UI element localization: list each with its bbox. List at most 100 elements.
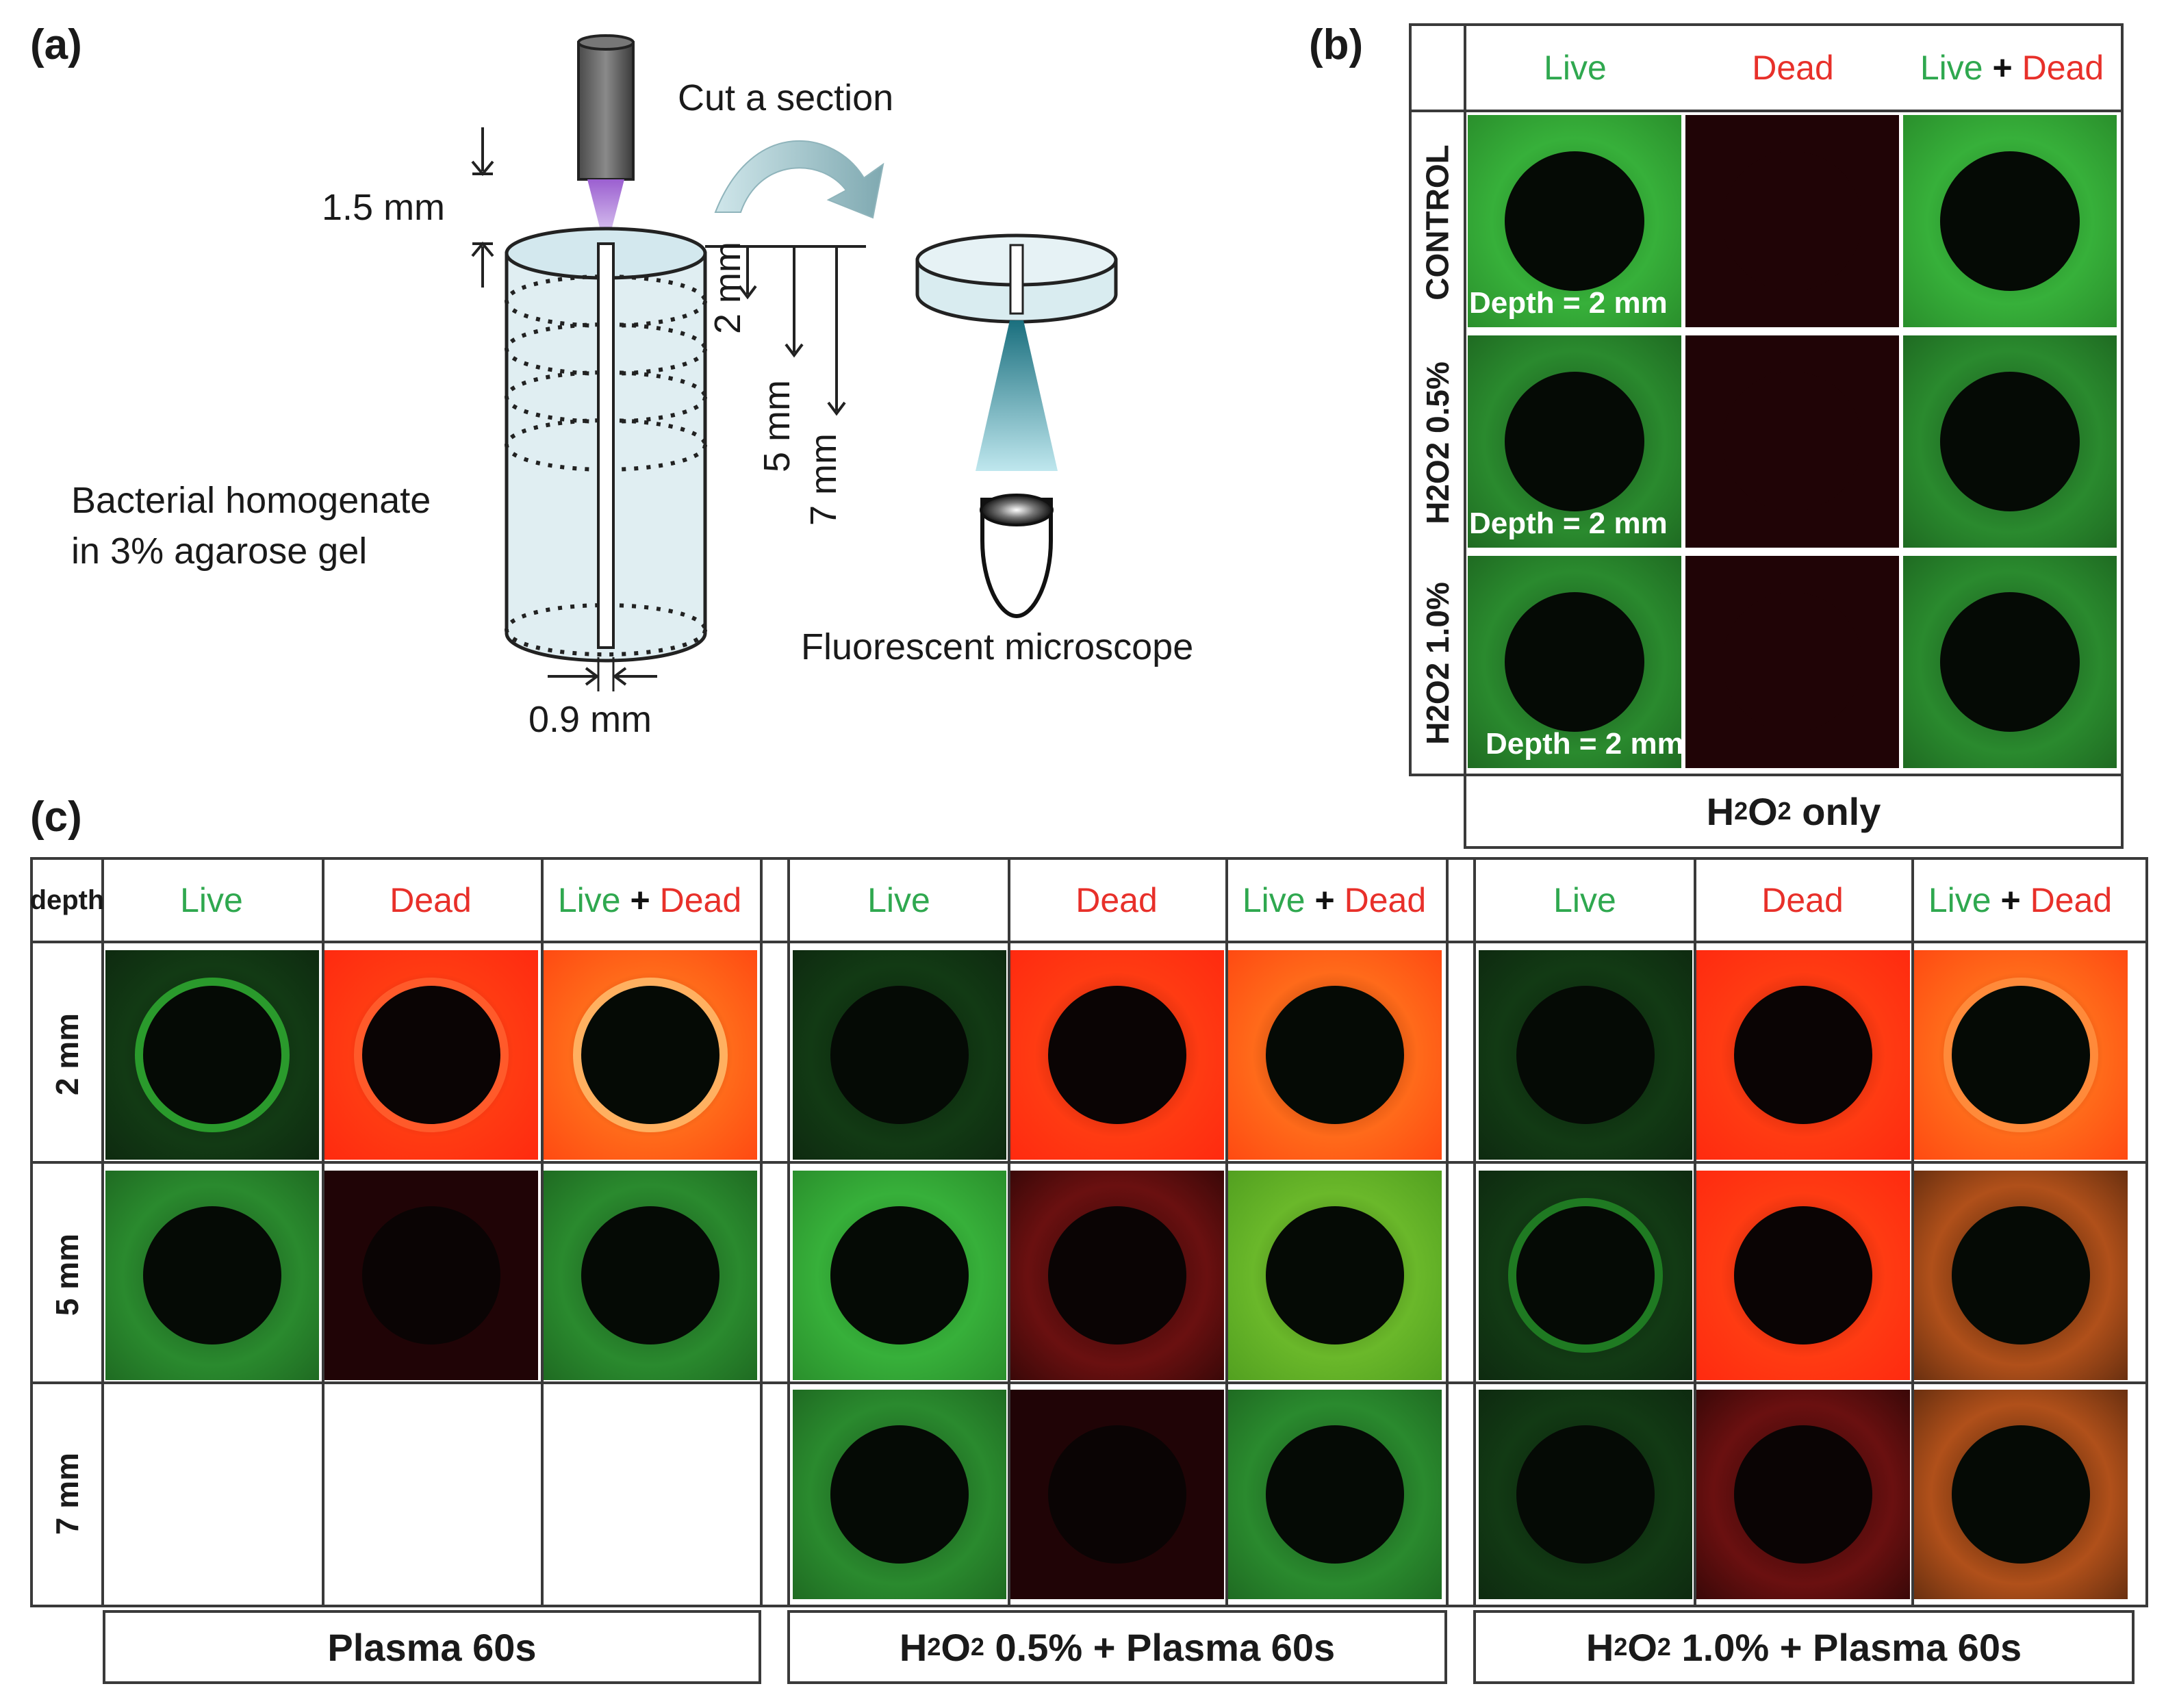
b-header-live: Live	[1544, 49, 1607, 87]
c-header-dead: Dead	[1075, 881, 1158, 919]
c-micrograph-h2o2-05-plasma-row3-live-dead	[1228, 1390, 1442, 1599]
micrograph-hole	[1734, 1425, 1872, 1564]
micrograph-hole	[1939, 151, 2080, 292]
depth-5mm-label: 5 mm	[756, 380, 798, 472]
c-row-label: 2 mm	[49, 1012, 86, 1096]
micrograph-hole	[1266, 1206, 1404, 1344]
grid-line	[1008, 857, 1010, 1607]
c-micrograph-h2o2-05-plasma-row2-live-dead	[1228, 1171, 1442, 1380]
c-micrograph-h2o2-10-plasma-row1-dead	[1696, 950, 1910, 1160]
grid-line	[1694, 857, 1696, 1607]
micrograph-hole	[1504, 371, 1645, 512]
sample-description-line1: Bacterial homogenate	[71, 480, 431, 521]
b-header-dead: Dead	[1752, 49, 1834, 87]
micrograph-hole	[830, 1425, 969, 1564]
c-micrograph-h2o2-10-plasma-row2-live-dead	[1914, 1171, 2128, 1380]
grid-line	[1911, 857, 1914, 1607]
panel-b-label: (b)	[1309, 21, 1364, 68]
c-micrograph-plasma-row1-live-dead	[544, 950, 757, 1160]
plasma-plume	[587, 179, 624, 233]
micrograph-hole	[1722, 151, 1863, 292]
grid-line	[30, 857, 2148, 860]
micrograph-hole	[1048, 1206, 1186, 1344]
c-micrograph-plasma-row2-live	[105, 1171, 319, 1380]
c-header-live: Live	[1553, 881, 1616, 919]
micrograph-hole	[1048, 986, 1186, 1124]
micrograph-hole	[1504, 151, 1645, 292]
micrograph-hole	[1516, 1206, 1655, 1344]
micrograph-hole	[581, 986, 719, 1124]
c-row-label: 7 mm	[49, 1452, 86, 1535]
microscope-beam	[976, 320, 1058, 471]
experimental-setup-diagram	[471, 34, 1118, 691]
c-micrograph-h2o2-05-plasma-row2-dead	[1010, 1171, 1224, 1380]
b-micrograph-h2o2-10-dead	[1685, 556, 1899, 768]
b-micrograph-control-dead	[1685, 115, 1899, 327]
c-row-label: 5 mm	[49, 1233, 86, 1316]
b-micrograph-h2o2-05-live	[1468, 335, 1681, 548]
c-header-live-dead: Live + Dead	[1242, 881, 1427, 919]
micrograph-hole	[1722, 591, 1863, 732]
c-micrograph-h2o2-05-plasma-row3-dead	[1010, 1390, 1224, 1599]
grid-line	[2145, 857, 2148, 1607]
grid-line	[30, 941, 2148, 943]
micrograph-hole	[581, 1206, 719, 1344]
grid-line	[1446, 857, 1449, 1607]
c-micrograph-h2o2-10-plasma-row2-dead	[1696, 1171, 1910, 1380]
c-micrograph-plasma-row1-live	[105, 950, 319, 1160]
c-micrograph-h2o2-10-plasma-row1-live	[1479, 950, 1692, 1160]
b-row-h2o2-05: H2O2 0.5%	[1420, 361, 1456, 524]
micrograph-hole	[1266, 986, 1404, 1124]
plasma-nozzle	[577, 41, 635, 181]
micrograph-hole	[1939, 371, 2080, 512]
grid-line	[787, 857, 790, 1607]
cut-arrow	[714, 140, 884, 219]
micrograph-hole	[1722, 371, 1863, 512]
c-header-live: Live	[180, 881, 243, 919]
b-row-control: CONTROL	[1420, 144, 1456, 301]
micrograph-hole	[1516, 986, 1655, 1124]
micrograph-hole	[1516, 1425, 1655, 1564]
micrograph-hole	[1952, 1206, 2090, 1344]
c-header-dead: Dead	[390, 881, 472, 919]
micrograph-hole	[143, 1206, 281, 1344]
grid-line	[30, 1381, 2148, 1384]
micrograph-hole	[830, 986, 969, 1124]
micrograph-hole	[830, 1206, 969, 1344]
c-header-live-dead: Live + Dead	[557, 881, 742, 919]
c-micrograph-plasma-row2-dead	[324, 1171, 538, 1380]
c-header-depth: depth	[29, 884, 105, 915]
c-header-live-dead: Live + Dead	[1928, 881, 2113, 919]
grid-line	[1225, 857, 1228, 1607]
grid-line	[30, 1161, 2148, 1164]
c-micrograph-h2o2-10-plasma-row3-dead	[1696, 1390, 1910, 1599]
micrograph-hole	[1266, 1425, 1404, 1564]
grid-line	[760, 857, 763, 1607]
micrograph-hole	[143, 986, 281, 1124]
c-micrograph-h2o2-10-plasma-row1-live-dead	[1914, 950, 2128, 1160]
micrograph-hole	[362, 986, 500, 1124]
micrograph-hole	[1504, 591, 1645, 732]
c-header-live: Live	[867, 881, 930, 919]
micrograph-hole	[362, 1206, 500, 1344]
microscope-objective	[980, 498, 1053, 619]
grid-line	[101, 857, 104, 1607]
b-header-live-dead: Live + Dead	[1920, 49, 2104, 87]
grid-line	[30, 1605, 2148, 1607]
grid-line	[1473, 857, 1476, 1607]
depth-7mm-label: 7 mm	[803, 433, 844, 526]
c-micrograph-h2o2-10-plasma-row2-live	[1479, 1171, 1692, 1380]
panel-a-label: (a)	[30, 21, 82, 68]
micrograph-hole	[1734, 1206, 1872, 1344]
b-micrograph-control-live-dead	[1903, 115, 2117, 327]
c-header-dead: Dead	[1761, 881, 1844, 919]
c-footer-plasma: Plasma 60s	[103, 1610, 761, 1684]
b-micrograph-h2o2-10-live-dead	[1903, 556, 2117, 768]
cut-section-label: Cut a section	[678, 77, 894, 118]
c-micrograph-h2o2-05-plasma-row1-live-dead	[1228, 950, 1442, 1160]
sample-description-line2: in 3% agarose gel	[71, 531, 368, 572]
micrograph-hole	[1952, 1425, 2090, 1564]
grid-line	[541, 857, 544, 1607]
